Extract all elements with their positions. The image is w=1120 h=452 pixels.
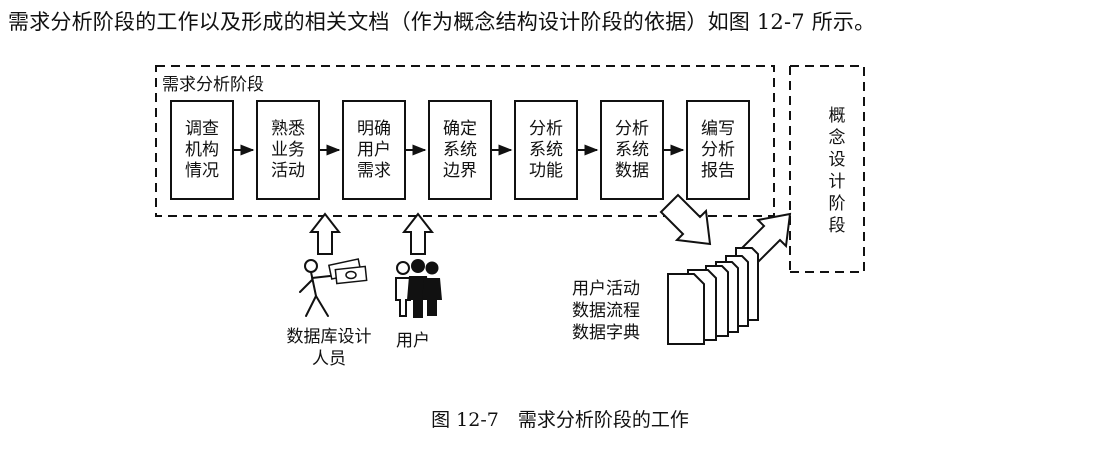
step-analyze-functions: 分析系统功能 xyxy=(514,100,578,200)
document-stack xyxy=(667,247,759,345)
step-investigate-organization: 调查机构情况 xyxy=(170,100,234,200)
document-item: 数据字典 xyxy=(572,323,640,343)
concept-design-phase-label: 概念设计阶段 xyxy=(828,106,846,236)
step-understand-business: 熟悉业务活动 xyxy=(256,100,320,200)
requirements-phase-frame xyxy=(155,65,775,217)
documents-list: 用户活动 数据流程 数据字典 xyxy=(572,278,640,344)
phase-to-docs-arrow xyxy=(659,193,712,246)
designer-up-arrow xyxy=(308,212,342,255)
step-write-report: 编写分析报告 xyxy=(686,100,750,200)
document-item: 用户活动 xyxy=(572,279,640,299)
figure-caption: 图 12-7 需求分析阶段的工作 xyxy=(431,409,689,431)
step-define-boundary: 确定系统边界 xyxy=(428,100,492,200)
user-up-arrow xyxy=(401,212,435,255)
step-analyze-data: 分析系统数据 xyxy=(600,100,664,200)
step-clarify-requirements: 明确用户需求 xyxy=(342,100,406,200)
concept-phase-frame xyxy=(790,65,865,273)
document-item: 数据流程 xyxy=(572,301,640,321)
designer-label: 数据库设计 人员 xyxy=(286,327,372,369)
money-bundle-icon xyxy=(327,258,368,285)
user-label: 用户 xyxy=(396,331,430,351)
requirements-phase-title: 需求分析阶段 xyxy=(162,75,264,95)
user-group-icon xyxy=(395,259,442,318)
designer-person-icon xyxy=(299,259,331,317)
intro-paragraph: 需求分析阶段的工作以及形成的相关文档（作为概念结构设计阶段的依据）如图 12-7… xyxy=(8,10,876,34)
